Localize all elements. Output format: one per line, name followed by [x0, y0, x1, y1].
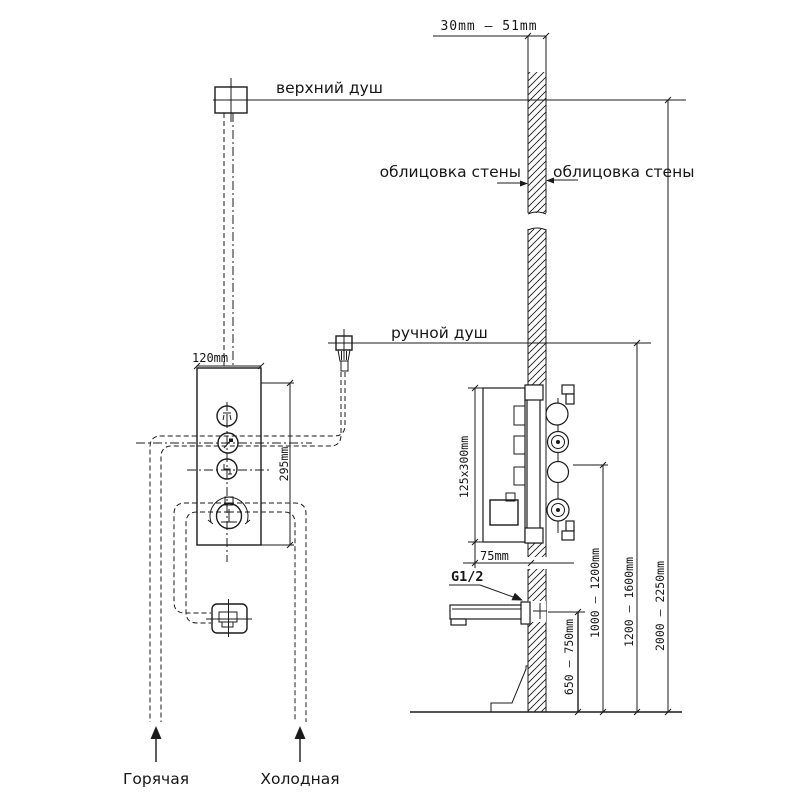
cold-water-inlet: Холодная — [260, 726, 340, 788]
upper-shower-height-line: верхний душ — [213, 79, 686, 101]
shower-riser-pipes — [223, 113, 234, 368]
wall-section — [527, 36, 547, 712]
box-depth-dimension: 75mm — [463, 549, 574, 569]
shower-panel-front: 120mm 295mm — [136, 351, 312, 562]
tub-spout-front — [206, 599, 252, 637]
box-depth-label: 75mm — [480, 549, 509, 563]
panel-button-spout — [216, 458, 238, 480]
thread-callout: G1/2 — [449, 569, 523, 601]
panel-button-handshower — [217, 432, 239, 454]
thermostat-knob — [207, 496, 251, 530]
hot-water-inlet: Горячая — [123, 726, 189, 788]
wall-cladding-right-label: облицовка стены — [553, 163, 694, 181]
wall-cladding-callouts: облицовка стены облицовка стены — [380, 163, 694, 187]
upper-shower-height-label: 2000 — 2250mm — [653, 561, 667, 651]
upper-shower-label: верхний душ — [276, 79, 383, 97]
hand-shower-height-line: ручной душ — [328, 324, 651, 344]
box-size-label: 125x300mm — [457, 436, 471, 498]
spout-height-label: 650 — 750mm — [562, 619, 576, 695]
height-dimensions: 650 — 750mm 1000 — 1200mm 1200 — 1600mm … — [548, 96, 672, 716]
panel-height-label: 295mm — [277, 447, 291, 482]
thread-label: G1/2 — [451, 569, 484, 585]
bathtub-profile — [490, 665, 528, 712]
cold-water-label: Холодная — [260, 770, 339, 788]
wall-thickness-label: 30mm — 51mm — [440, 19, 537, 34]
hand-shower-holder — [335, 329, 353, 372]
tub-spout-side — [449, 601, 547, 626]
wall-thickness-dimension: 30mm — 51mm — [433, 19, 550, 40]
wall-cladding-left-label: облицовка стены — [380, 163, 521, 181]
hand-shower-height-label: 1200 — 1600mm — [622, 557, 636, 647]
hand-shower-label: ручной душ — [391, 324, 488, 342]
panel-knobs-side — [545, 398, 570, 533]
recessed-box-side: 125x300mm — [457, 384, 575, 568]
panel-width-label: 120mm — [192, 351, 228, 365]
concealed-piping — [149, 372, 346, 722]
overhead-shower-head — [214, 78, 248, 122]
hot-water-label: Горячая — [123, 770, 189, 788]
panel-button-overhead — [216, 405, 238, 427]
panel-mount-height-label: 1000 — 1200mm — [588, 548, 602, 638]
